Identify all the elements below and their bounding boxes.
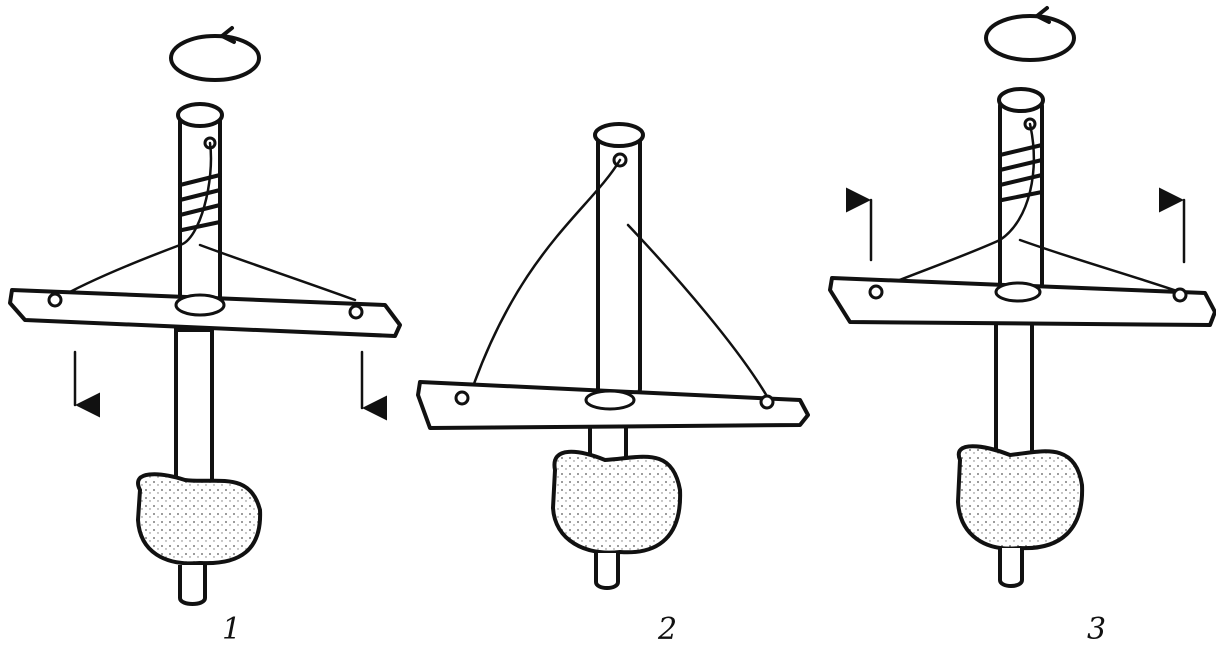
crossbar xyxy=(828,276,1216,327)
flywheel-weight xyxy=(955,444,1085,551)
rotation-arrow-icon xyxy=(169,26,261,82)
figure-1-label: 1 xyxy=(222,612,242,647)
drill-tip xyxy=(178,565,207,606)
flywheel-weight xyxy=(550,449,683,555)
rotation-arrow-icon xyxy=(984,6,1076,62)
down-arrow-icon xyxy=(73,350,387,421)
figure-2-label: 2 xyxy=(658,612,678,647)
cord xyxy=(468,158,770,400)
drill-tip xyxy=(998,548,1024,588)
figure-3 xyxy=(828,6,1216,588)
cord-wraps xyxy=(998,143,1044,202)
drill-tip xyxy=(594,553,620,590)
cord-wraps xyxy=(178,173,222,232)
figure-1 xyxy=(8,26,402,606)
figure-3-label: 3 xyxy=(1087,612,1107,647)
flywheel-weight xyxy=(135,472,263,566)
up-arrow-icon xyxy=(846,187,1186,264)
crossbar xyxy=(8,288,402,338)
cord xyxy=(53,141,357,302)
cord xyxy=(873,122,1182,294)
figure-2 xyxy=(416,122,810,590)
crossbar xyxy=(416,380,810,430)
